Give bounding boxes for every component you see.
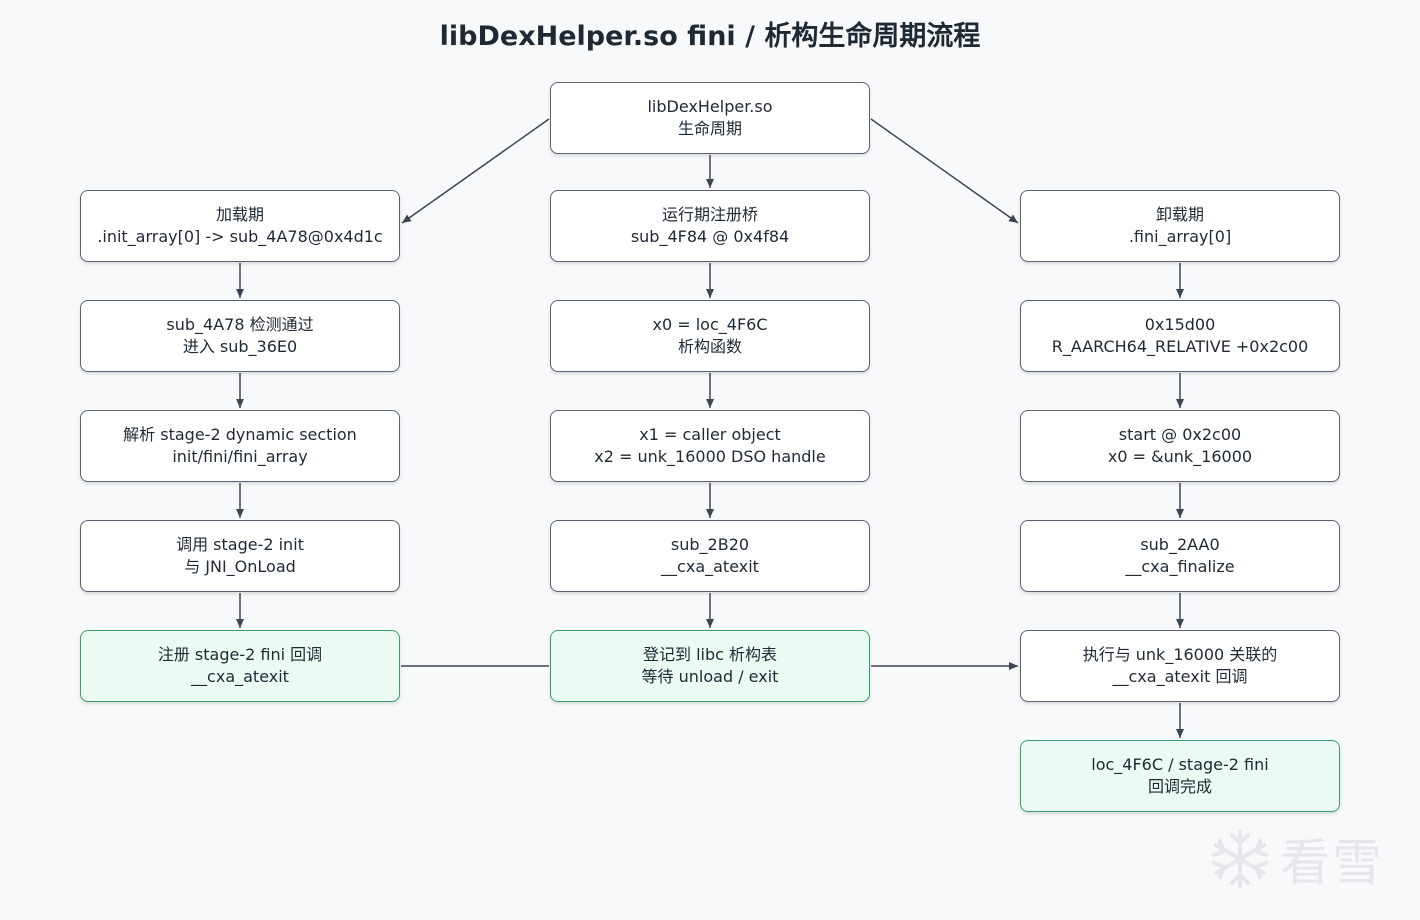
node-x0-line2: 析构函数 bbox=[677, 337, 742, 356]
node-done-line2: 回调完成 bbox=[1147, 777, 1212, 796]
node-runtime-line1: 运行期注册桥 bbox=[661, 205, 758, 224]
node-done-line1: loc_4F6C / stage-2 fini bbox=[1091, 755, 1269, 774]
node-detect: sub_4A78 检测通过 进入 sub_36E0 bbox=[80, 300, 400, 372]
node-start-line2: x0 = &unk_16000 bbox=[1107, 447, 1253, 466]
node-call-init-line1: 调用 stage-2 init bbox=[176, 535, 304, 554]
node-unload-line2: .fini_array[0] bbox=[1128, 227, 1232, 246]
node-runtime: 运行期注册桥 sub_4F84 @ 0x4f84 bbox=[550, 190, 870, 262]
node-sub2aa0-line1: sub_2AA0 bbox=[1140, 535, 1220, 554]
node-libc-line1: 登记到 libc 析构表 bbox=[642, 645, 778, 664]
node-exec-line2: __cxa_atexit 回调 bbox=[1112, 667, 1248, 686]
node-parse-line1: 解析 stage-2 dynamic section bbox=[123, 425, 357, 444]
node-detect-line1: sub_4A78 检测通过 bbox=[166, 315, 314, 334]
edge-root-to-load bbox=[401, 118, 550, 224]
node-sub2aa0-line2: __cxa_finalize bbox=[1125, 557, 1235, 576]
node-register: 注册 stage-2 fini 回调 __cxa_atexit bbox=[80, 630, 400, 702]
node-sub2b20: sub_2B20 __cxa_atexit bbox=[550, 520, 870, 592]
node-x1x2-line1: x1 = caller object bbox=[639, 425, 781, 444]
node-reloc: 0x15d00 R_AARCH64_RELATIVE +0x2c00 bbox=[1020, 300, 1340, 372]
node-call-init-line2: 与 JNI_OnLoad bbox=[184, 557, 296, 576]
node-register-line1: 注册 stage-2 fini 回调 bbox=[157, 645, 323, 664]
node-x1x2-line2: x2 = unk_16000 DSO handle bbox=[594, 447, 826, 466]
node-libc-line2: 等待 unload / exit bbox=[641, 667, 779, 686]
node-sub2b20-line2: __cxa_atexit bbox=[661, 557, 759, 576]
edge-root-to-unload bbox=[870, 118, 1019, 224]
node-detect-line2: 进入 sub_36E0 bbox=[182, 337, 298, 356]
node-parse: 解析 stage-2 dynamic section init/fini/fin… bbox=[80, 410, 400, 482]
node-root-line2: 生命周期 bbox=[677, 119, 742, 138]
watermark-text: 看雪 bbox=[1280, 834, 1384, 892]
node-unload: 卸载期 .fini_array[0] bbox=[1020, 190, 1340, 262]
node-register-line2: __cxa_atexit bbox=[191, 667, 289, 686]
node-root: libDexHelper.so 生命周期 bbox=[550, 82, 870, 154]
node-sub2b20-line1: sub_2B20 bbox=[670, 535, 750, 554]
node-start: start @ 0x2c00 x0 = &unk_16000 bbox=[1020, 410, 1340, 482]
node-load-line2: .init_array[0] -> sub_4A78@0x4d1c bbox=[97, 227, 383, 246]
node-call-init: 调用 stage-2 init 与 JNI_OnLoad bbox=[80, 520, 400, 592]
diagram-title: libDexHelper.so fini / 析构生命周期流程 bbox=[439, 21, 981, 52]
node-load-line1: 加载期 bbox=[215, 205, 264, 224]
node-reloc-line1: 0x15d00 bbox=[1144, 315, 1216, 334]
node-exec: 执行与 unk_16000 关联的 __cxa_atexit 回调 bbox=[1020, 630, 1340, 702]
node-x1x2: x1 = caller object x2 = unk_16000 DSO ha… bbox=[550, 410, 870, 482]
node-parse-line2: init/fini/fini_array bbox=[172, 447, 308, 466]
node-x0-line1: x0 = loc_4F6C bbox=[652, 315, 768, 334]
node-sub2aa0: sub_2AA0 __cxa_finalize bbox=[1020, 520, 1340, 592]
node-runtime-line2: sub_4F84 @ 0x4f84 bbox=[630, 227, 790, 246]
node-unload-line1: 卸载期 bbox=[1155, 205, 1204, 224]
node-start-line1: start @ 0x2c00 bbox=[1118, 425, 1242, 444]
snowflake-icon bbox=[1212, 829, 1268, 889]
node-root-line1: libDexHelper.so bbox=[647, 97, 773, 116]
watermark: 看雪 bbox=[1208, 822, 1408, 896]
node-libc: 登记到 libc 析构表 等待 unload / exit bbox=[550, 630, 870, 702]
node-reloc-line2: R_AARCH64_RELATIVE +0x2c00 bbox=[1051, 337, 1309, 356]
node-x0: x0 = loc_4F6C 析构函数 bbox=[550, 300, 870, 372]
node-done: loc_4F6C / stage-2 fini 回调完成 bbox=[1020, 740, 1340, 812]
node-load: 加载期 .init_array[0] -> sub_4A78@0x4d1c bbox=[80, 190, 400, 262]
node-exec-line1: 执行与 unk_16000 关联的 bbox=[1082, 645, 1278, 664]
